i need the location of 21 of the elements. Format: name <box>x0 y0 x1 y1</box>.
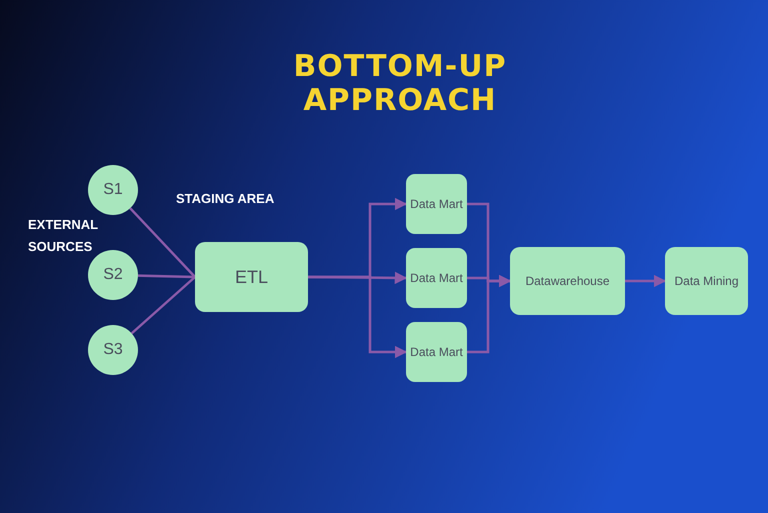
node-label: ETL <box>234 266 268 288</box>
node-label: Data Mart <box>410 345 463 359</box>
process-box <box>406 174 467 234</box>
node-label: S3 <box>103 341 123 359</box>
node-label: S1 <box>103 181 123 199</box>
process-box <box>195 242 308 312</box>
node-label: S2 <box>103 266 123 284</box>
title: BOTTOM-UP APPROACH <box>292 50 508 118</box>
process-box <box>510 247 625 315</box>
node-label: Data Mining <box>674 274 739 288</box>
process-box <box>406 322 467 382</box>
group-label: EXTERNAL SOURCES <box>28 216 99 256</box>
connector-arrow <box>308 276 408 358</box>
node-label: Data Mart <box>410 271 463 285</box>
process-box <box>665 247 748 315</box>
connector-arrow <box>467 274 512 354</box>
process-box <box>406 248 467 308</box>
node-label: Datawarehouse <box>525 274 610 288</box>
group-label: STAGING AREA <box>176 190 276 208</box>
node-label: Data Mart <box>410 197 463 211</box>
connector-arrow <box>625 274 666 288</box>
